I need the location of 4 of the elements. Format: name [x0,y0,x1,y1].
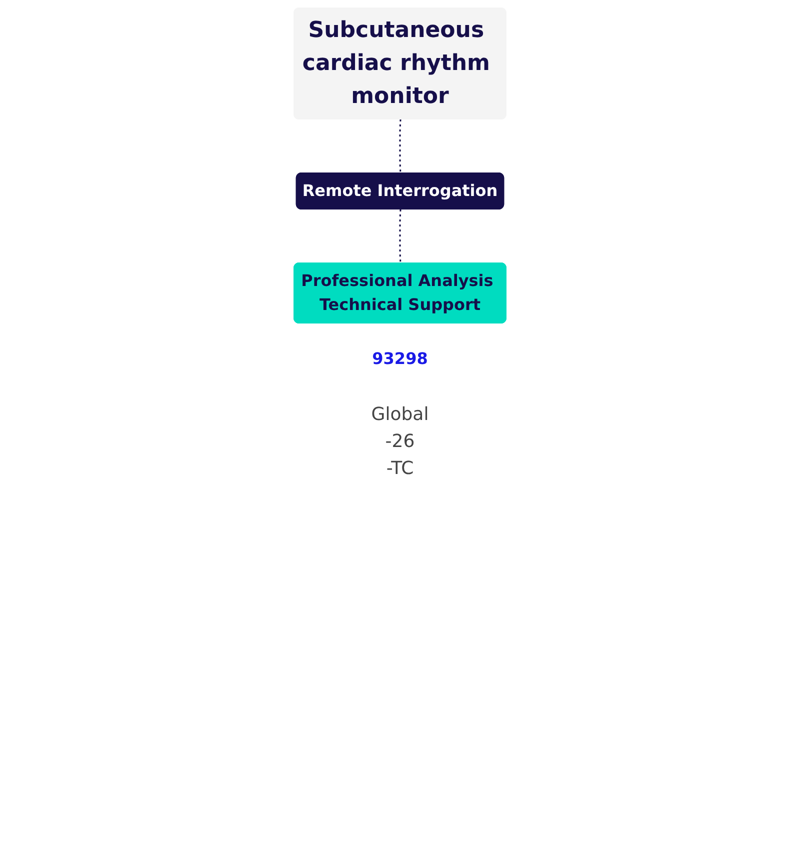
node-label: Global -26 -TC [371,404,429,479]
connector [399,119,402,174]
node-label: 93298 [372,349,428,368]
connector [399,209,402,264]
